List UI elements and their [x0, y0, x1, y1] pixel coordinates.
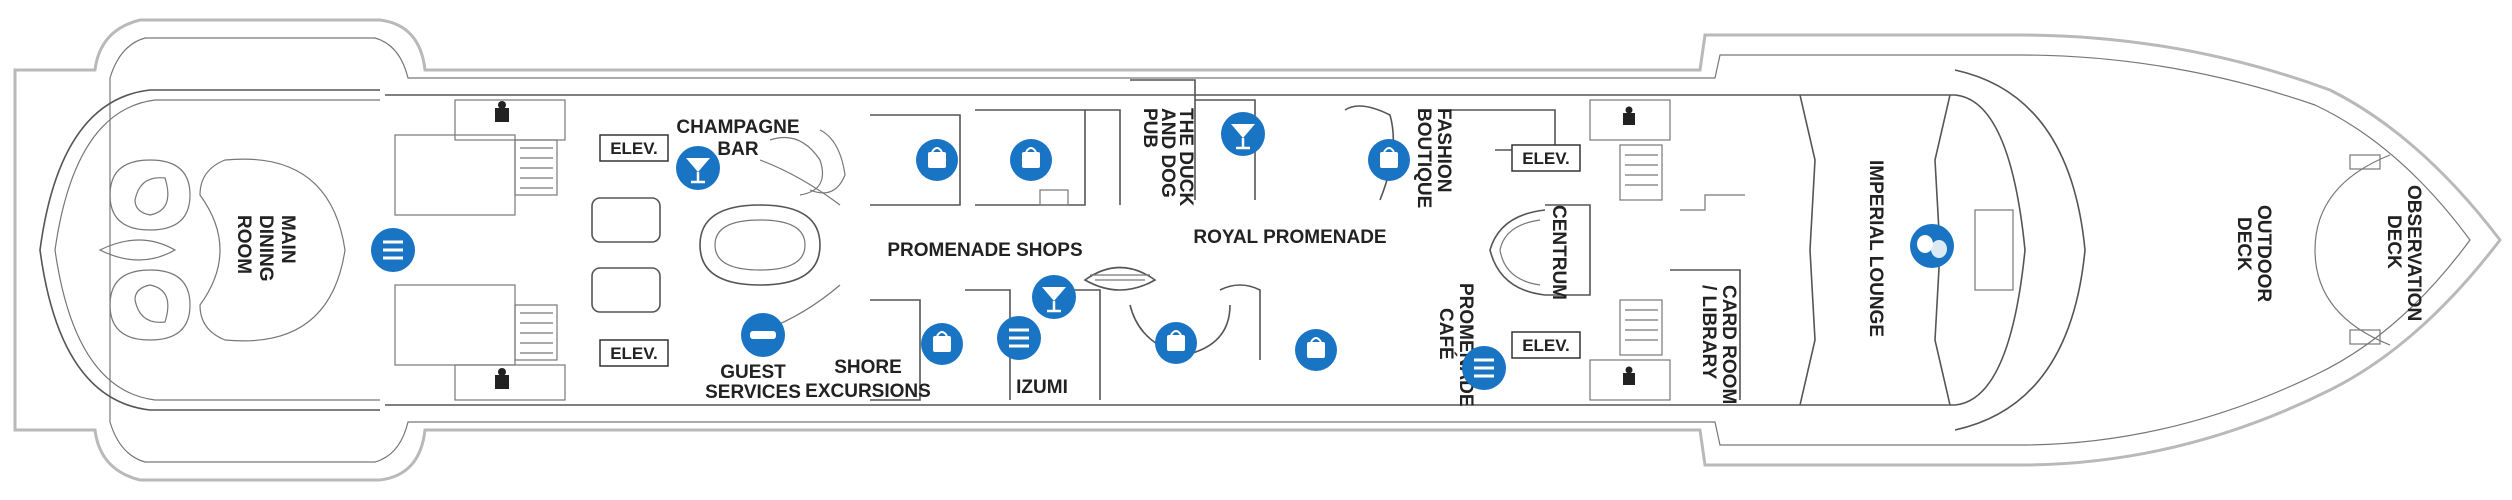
svg-text:ELEV.: ELEV.: [1522, 149, 1570, 168]
fashion-boutique-label: FASHIONBOUTIQUE: [1413, 108, 1454, 208]
svg-text:ELEV.: ELEV.: [610, 344, 658, 363]
promenade-shops-label: PROMENADE SHOPS: [887, 240, 1082, 261]
stern-wall: [39, 89, 380, 411]
shopping-bag-icon: [1295, 329, 1337, 371]
information-icon: [741, 313, 785, 357]
champagne-bar-area: CHAMPAGNE BAR: [591, 117, 846, 331]
promenade-center-ornament: [1083, 266, 1157, 291]
bow-observation-arc: [2314, 154, 2391, 346]
main-dining-room-label: MAINDININGROOM: [233, 215, 298, 282]
champagne-bar-label: CHAMPAGNE: [676, 117, 799, 138]
izumi-label: IZUMI: [1016, 377, 1068, 398]
outdoor-deck-label: OUTDOORDECK: [2233, 205, 2274, 302]
dining-icon: [997, 316, 1041, 360]
interior-fwd-wall: [1954, 69, 2086, 431]
dining-icon: [1462, 346, 1506, 390]
svg-text:ELEV.: ELEV.: [610, 139, 658, 158]
shore-excursions-label-2: EXCURSIONS: [805, 381, 931, 402]
shopping-bag-icon: [1368, 139, 1410, 181]
shopping-bag-icon: [916, 139, 958, 181]
card-room-library-area: CARD ROOM/ LIBRARY: [1670, 194, 1745, 404]
bow-stairs: [2349, 154, 2381, 345]
observation-deck-label: OBSERVATIONDECK: [2383, 185, 2424, 321]
restroom-icon: [1623, 366, 1635, 385]
shopping-bag-icon: [921, 323, 963, 365]
stairs-fwd: [1589, 99, 1671, 401]
royal-promenade-label: ROYAL PROMENADE: [1193, 227, 1386, 248]
shopping-bag-icon: [1010, 139, 1052, 181]
svg-text:ELEV.: ELEV.: [1522, 336, 1570, 355]
interior-outline: [385, 94, 2026, 406]
centrum-label: CENTRUM: [1548, 205, 1569, 300]
main-dining-room-area: MAINDININGROOM: [98, 158, 346, 342]
stairs-aft: [394, 99, 566, 401]
hull-inner-line: [109, 37, 2471, 463]
guest-services-label-2: SERVICES: [705, 382, 801, 403]
elevator-aft-upper: ELEV.: [599, 134, 669, 162]
duck-and-dog-pub-label: THE DUCKAND DOGPUB: [1139, 108, 1196, 206]
elevator-aft-lower: ELEV.: [599, 339, 669, 367]
elevator-fwd-upper: ELEV.: [1511, 144, 1581, 172]
centrum-area: CENTRUM: [1489, 204, 1591, 300]
dining-icon: [371, 228, 415, 272]
champagne-bar-label-2: BAR: [717, 139, 758, 160]
shore-excursions-label: SHORE: [834, 357, 902, 378]
guest-services-label: GUEST: [720, 362, 786, 383]
theater-masks-icon: [1910, 224, 1954, 268]
cocktail-glass-icon: [1221, 112, 1265, 156]
restroom-icon: [495, 368, 509, 389]
shops-rooms: [870, 79, 1261, 401]
restroom-icon: [495, 101, 509, 122]
shopping-bag-icon: [1155, 322, 1197, 364]
card-room-library-label: CARD ROOM/ LIBRARY: [1698, 285, 1739, 404]
imperial-lounge-label: IMPERIAL LOUNGE: [1865, 160, 1886, 337]
cocktail-glass-icon: [1032, 275, 1076, 319]
imperial-lounge-area: IMPERIAL LOUNGE: [1799, 94, 2014, 406]
elevator-fwd-lower: ELEV.: [1511, 331, 1581, 359]
restroom-icon: [1623, 106, 1635, 125]
cocktail-glass-icon: [676, 146, 720, 190]
fashion-boutique-area: FASHIONBOUTIQUE: [1344, 105, 1556, 208]
stern-inner-wall: [54, 99, 380, 401]
